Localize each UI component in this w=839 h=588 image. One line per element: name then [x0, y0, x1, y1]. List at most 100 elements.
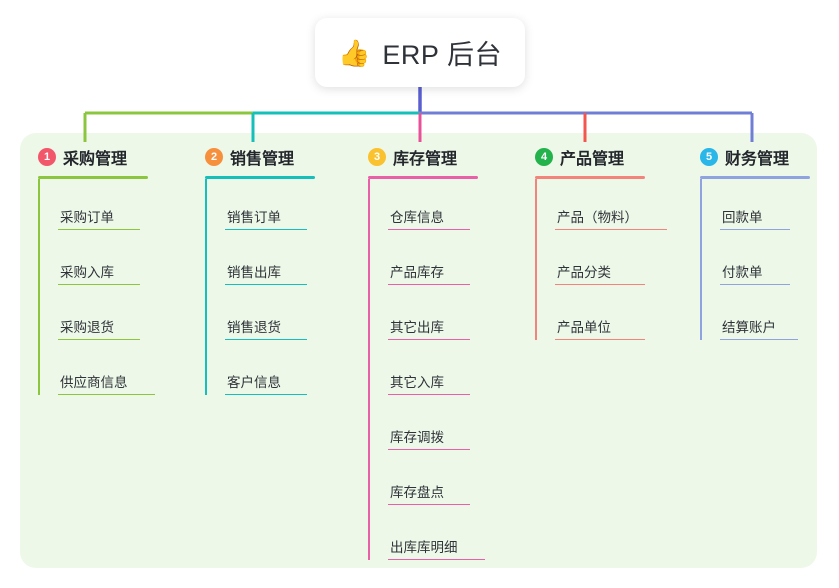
list-item[interactable]: 其它出库	[368, 289, 478, 344]
column-header-5[interactable]: 5 财务管理	[700, 145, 810, 169]
column-spine-1	[38, 179, 40, 395]
column-5: 5 财务管理回款单付款单结算账户	[700, 145, 810, 344]
column-header-1[interactable]: 1 采购管理	[38, 145, 148, 169]
list-item-label: 采购订单	[60, 210, 114, 225]
column-header-4[interactable]: 4 产品管理	[535, 145, 645, 169]
list-item[interactable]: 回款单	[700, 179, 810, 234]
list-item-underline	[225, 283, 307, 285]
list-item-underline	[720, 283, 790, 285]
column-title-1: 采购管理	[63, 151, 128, 168]
list-item-underline	[388, 393, 470, 395]
column-title-2: 销售管理	[230, 151, 295, 168]
column-badge-3: 3	[368, 148, 386, 166]
list-item-label: 客户信息	[227, 375, 281, 390]
list-item-label: 采购入库	[60, 265, 114, 280]
list-item[interactable]: 客户信息	[205, 344, 315, 399]
column-badge-5: 5	[700, 148, 718, 166]
column-underline-3	[368, 176, 478, 179]
column-badge-1: 1	[38, 148, 56, 166]
list-item-underline	[225, 393, 307, 395]
list-item[interactable]: 其它入库	[368, 344, 478, 399]
list-item-label: 结算账户	[722, 320, 776, 335]
list-item[interactable]: 采购入库	[38, 234, 148, 289]
list-item-label: 产品（物料）	[557, 210, 638, 225]
thumbs-up-icon: 👍	[338, 37, 371, 68]
list-item-label: 库存盘点	[390, 485, 444, 500]
list-item-label: 其它出库	[390, 320, 444, 335]
list-item-label: 仓库信息	[390, 210, 444, 225]
list-item-underline	[225, 338, 307, 340]
list-item-underline	[58, 338, 140, 340]
list-item-label: 供应商信息	[60, 375, 128, 390]
list-item[interactable]: 产品单位	[535, 289, 645, 344]
list-item-underline	[555, 283, 645, 285]
list-item-label: 销售出库	[227, 265, 281, 280]
list-item-underline	[58, 228, 140, 230]
column-spine-4	[535, 179, 537, 340]
root-node[interactable]: 👍 ERP 后台	[315, 18, 525, 87]
list-item-label: 采购退货	[60, 320, 114, 335]
list-item-label: 产品分类	[557, 265, 611, 280]
list-item[interactable]: 库存调拨	[368, 399, 478, 454]
column-items-4: 产品（物料） 产品分类产品单位	[535, 179, 667, 344]
list-item-underline	[720, 228, 790, 230]
list-item-underline	[388, 448, 470, 450]
column-spine-5	[700, 179, 702, 340]
column-header-2[interactable]: 2 销售管理	[205, 145, 315, 169]
list-item-underline	[58, 283, 140, 285]
list-item-underline	[388, 283, 470, 285]
list-item[interactable]: 产品（物料）	[535, 179, 667, 234]
list-item-label: 库存调拨	[390, 430, 444, 445]
list-item-underline	[555, 228, 667, 230]
list-item[interactable]: 采购订单	[38, 179, 148, 234]
list-item[interactable]: 产品库存	[368, 234, 478, 289]
list-item[interactable]: 付款单	[700, 234, 810, 289]
column-badge-4: 4	[535, 148, 553, 166]
column-spine-2	[205, 179, 207, 395]
list-item-underline	[388, 338, 470, 340]
list-item-label: 其它入库	[390, 375, 444, 390]
column-title-3: 库存管理	[393, 151, 458, 168]
column-items-1: 采购订单采购入库采购退货供应商信息	[38, 179, 155, 399]
list-item[interactable]: 仓库信息	[368, 179, 478, 234]
list-item[interactable]: 采购退货	[38, 289, 148, 344]
column-header-3[interactable]: 3 库存管理	[368, 145, 478, 169]
list-item-underline	[720, 338, 798, 340]
column-items-3: 仓库信息产品库存其它出库其它入库库存调拨库存盘点出库库明细	[368, 179, 485, 564]
list-item-underline	[555, 338, 645, 340]
column-underline-4	[535, 176, 645, 179]
list-item[interactable]: 产品分类	[535, 234, 645, 289]
list-item[interactable]: 供应商信息	[38, 344, 155, 399]
list-item-underline	[388, 558, 485, 560]
column-1: 1 采购管理采购订单采购入库采购退货供应商信息	[38, 145, 155, 399]
list-item-label: 销售订单	[227, 210, 281, 225]
list-item[interactable]: 库存盘点	[368, 454, 478, 509]
column-badge-2: 2	[205, 148, 223, 166]
root-node-title: ERP 后台	[382, 40, 502, 70]
list-item[interactable]: 销售出库	[205, 234, 315, 289]
list-item-label: 产品库存	[390, 265, 444, 280]
list-item-underline	[58, 393, 155, 395]
column-underline-1	[38, 176, 148, 179]
list-item[interactable]: 结算账户	[700, 289, 810, 344]
list-item-underline	[225, 228, 307, 230]
list-item[interactable]: 销售订单	[205, 179, 315, 234]
column-spine-3	[368, 179, 370, 560]
column-4: 4 产品管理产品（物料） 产品分类产品单位	[535, 145, 667, 344]
list-item-label: 产品单位	[557, 320, 611, 335]
column-underline-5	[700, 176, 810, 179]
list-item-underline	[388, 228, 470, 230]
column-items-5: 回款单付款单结算账户	[700, 179, 810, 344]
column-underline-2	[205, 176, 315, 179]
list-item[interactable]: 销售退货	[205, 289, 315, 344]
list-item-underline	[388, 503, 470, 505]
content-panel	[20, 133, 817, 568]
column-2: 2 销售管理销售订单销售出库销售退货客户信息	[205, 145, 315, 399]
list-item-label: 出库库明细	[390, 540, 458, 555]
list-item-label: 付款单	[722, 265, 763, 280]
column-title-4: 产品管理	[560, 151, 625, 168]
list-item[interactable]: 出库库明细	[368, 509, 485, 564]
column-title-5: 财务管理	[725, 151, 790, 168]
column-3: 3 库存管理仓库信息产品库存其它出库其它入库库存调拨库存盘点出库库明细	[368, 145, 485, 564]
